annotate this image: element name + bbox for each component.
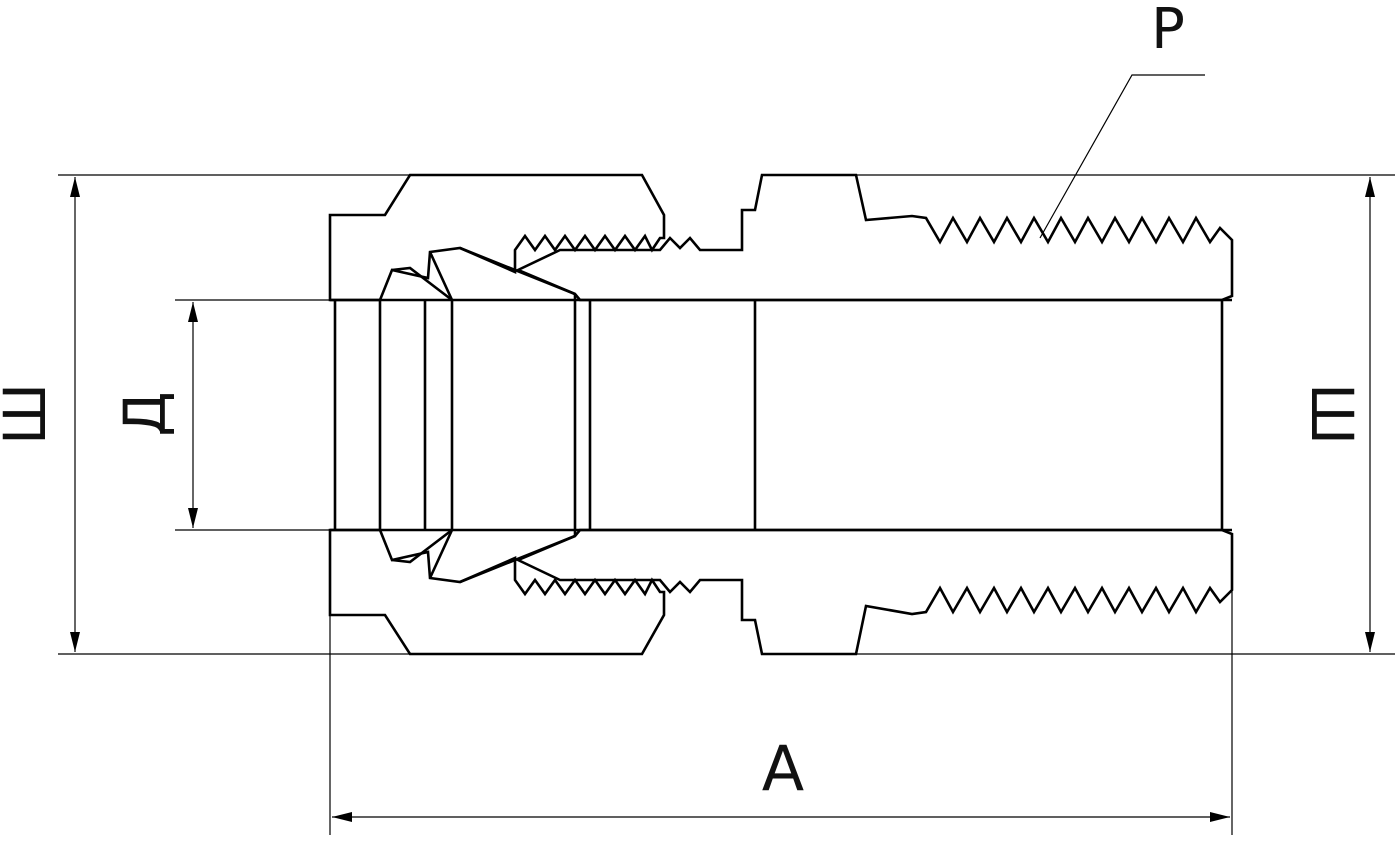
lower-nut-section	[328, 528, 666, 656]
label-length: А	[762, 732, 804, 805]
label-bore: Д	[111, 391, 179, 436]
label-thread: Р	[1151, 0, 1185, 62]
dimension-lines	[58, 74, 1395, 835]
thread-leader	[1039, 74, 1205, 239]
label-hex-left: Ш	[0, 383, 59, 445]
bore-outline	[330, 246, 1232, 584]
lower-section-body	[328, 528, 1234, 656]
upper-body-section	[514, 173, 1234, 302]
upper-nut-section	[328, 173, 666, 302]
lower-body-section	[514, 528, 1234, 656]
upper-section-body	[328, 173, 1234, 302]
label-hex-right: Ш	[1298, 383, 1366, 445]
